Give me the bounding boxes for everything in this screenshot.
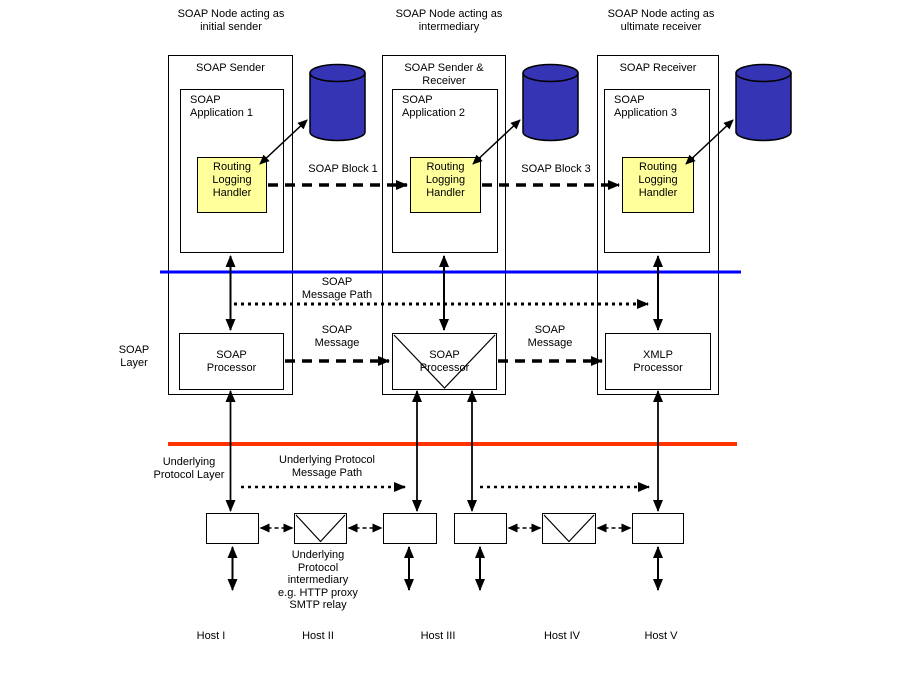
soap-message-label-1: SOAP Message <box>314 324 360 349</box>
routing-logging-handler-box-1: Routing Logging Handler <box>197 157 267 213</box>
application-label-2: SOAP Application 2 <box>402 94 465 119</box>
host-label-2: Host II <box>302 630 334 642</box>
data-store-cylinder-3 <box>735 63 792 142</box>
node-role-label-1: SOAP Sender <box>196 62 265 74</box>
host-box-2-intermediary <box>294 513 347 544</box>
soap-processor-box-2: SOAP Processor <box>392 333 497 390</box>
routing-logging-handler-box-3: Routing Logging Handler <box>622 157 694 213</box>
host-label-1: Host I <box>196 630 226 642</box>
soap-message-label-2: SOAP Message <box>527 324 573 349</box>
node-caption-initial-sender: SOAP Node acting as initial sender <box>177 8 285 33</box>
underlying-protocol-message-path-label: Underlying Protocol Message Path <box>279 454 375 479</box>
host-label-4: Host IV <box>543 630 581 642</box>
data-store-cylinder-2 <box>522 63 579 142</box>
node-role-label-2: SOAP Sender & Receiver <box>404 62 484 87</box>
application-label-1: SOAP Application 1 <box>190 94 253 119</box>
soap-message-path-label: SOAP Message Path <box>301 276 373 301</box>
host-box-4-intermediary <box>542 513 596 544</box>
host-box-5 <box>632 513 684 544</box>
xmlp-processor-box-3: XMLP Processor <box>605 333 711 390</box>
underlying-intermediary-label: Underlying Protocol intermediary e.g. HT… <box>278 549 358 611</box>
soap-layer-label: SOAP Layer <box>118 344 150 369</box>
host-box-3a <box>383 513 437 544</box>
routing-logging-handler-box-2: Routing Logging Handler <box>410 157 481 213</box>
node-caption-ultimate-receiver: SOAP Node acting as ultimate receiver <box>607 8 715 33</box>
application-label-3: SOAP Application 3 <box>614 94 677 119</box>
underlying-protocol-layer-label: Underlying Protocol Layer <box>153 456 225 481</box>
host-label-3: Host III <box>420 630 456 642</box>
soap-processor-box-1: SOAP Processor <box>179 333 284 390</box>
node-caption-intermediary: SOAP Node acting as intermediary <box>395 8 503 33</box>
soap-block-1-label: SOAP Block 1 <box>308 163 378 175</box>
host-box-1 <box>206 513 259 544</box>
node-role-label-3: SOAP Receiver <box>619 62 697 74</box>
host-box-3b <box>454 513 507 544</box>
soap-block-3-label: SOAP Block 3 <box>521 163 591 175</box>
host-label-5: Host V <box>644 630 678 642</box>
data-store-cylinder-1 <box>309 63 366 142</box>
